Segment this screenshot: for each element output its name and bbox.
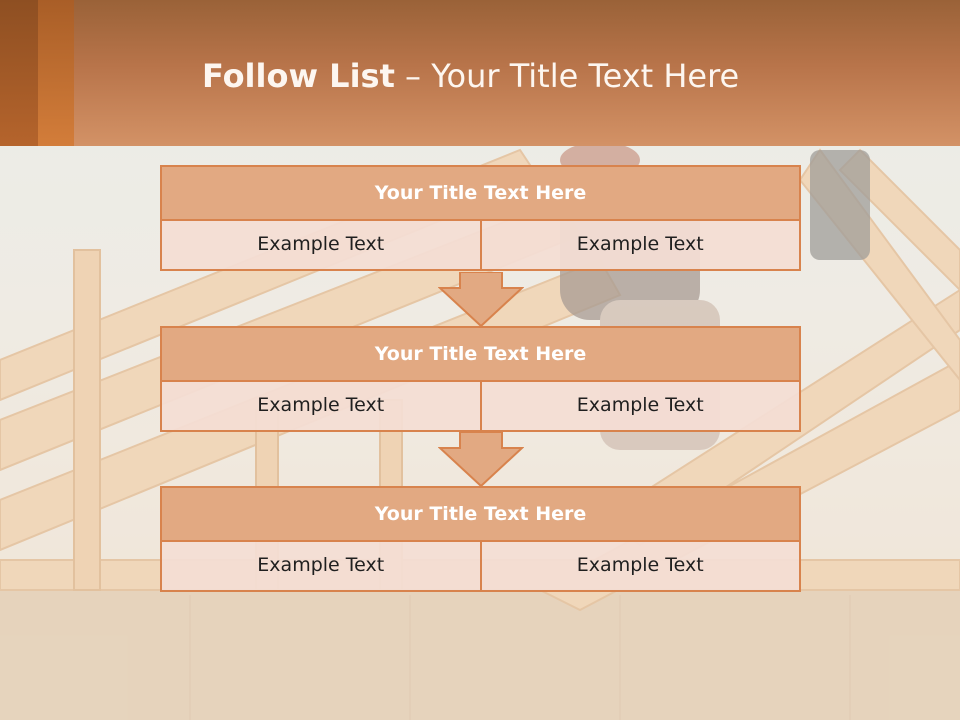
step-title: Your Title Text Here — [160, 486, 801, 542]
step-cell-right: Example Text — [481, 382, 801, 432]
step-cell-left: Example Text — [160, 221, 482, 271]
step-cell-right: Example Text — [481, 221, 801, 271]
step-title: Your Title Text Here — [160, 165, 801, 221]
step-cell-left: Example Text — [160, 382, 482, 432]
down-arrow-icon — [438, 272, 524, 328]
down-arrow-icon — [438, 432, 524, 488]
step-row: Example Text Example Text — [160, 221, 801, 271]
step-cell-right: Example Text — [481, 542, 801, 592]
header-accent-stripe — [0, 0, 38, 146]
step-block-1: Your Title Text Here Example Text Exampl… — [160, 165, 801, 271]
slide-title: Follow List – Your Title Text Here — [202, 52, 739, 100]
slide-header: Follow List – Your Title Text Here — [0, 0, 960, 146]
step-block-2: Your Title Text Here Example Text Exampl… — [160, 326, 801, 432]
step-block-3: Your Title Text Here Example Text Exampl… — [160, 486, 801, 592]
step-row: Example Text Example Text — [160, 382, 801, 432]
step-row: Example Text Example Text — [160, 542, 801, 592]
step-title: Your Title Text Here — [160, 326, 801, 382]
slide-title-rest: – Your Title Text Here — [405, 57, 740, 95]
slide-title-bold: Follow List — [202, 57, 395, 95]
header-accent-stripe-2 — [38, 0, 74, 146]
step-cell-left: Example Text — [160, 542, 482, 592]
